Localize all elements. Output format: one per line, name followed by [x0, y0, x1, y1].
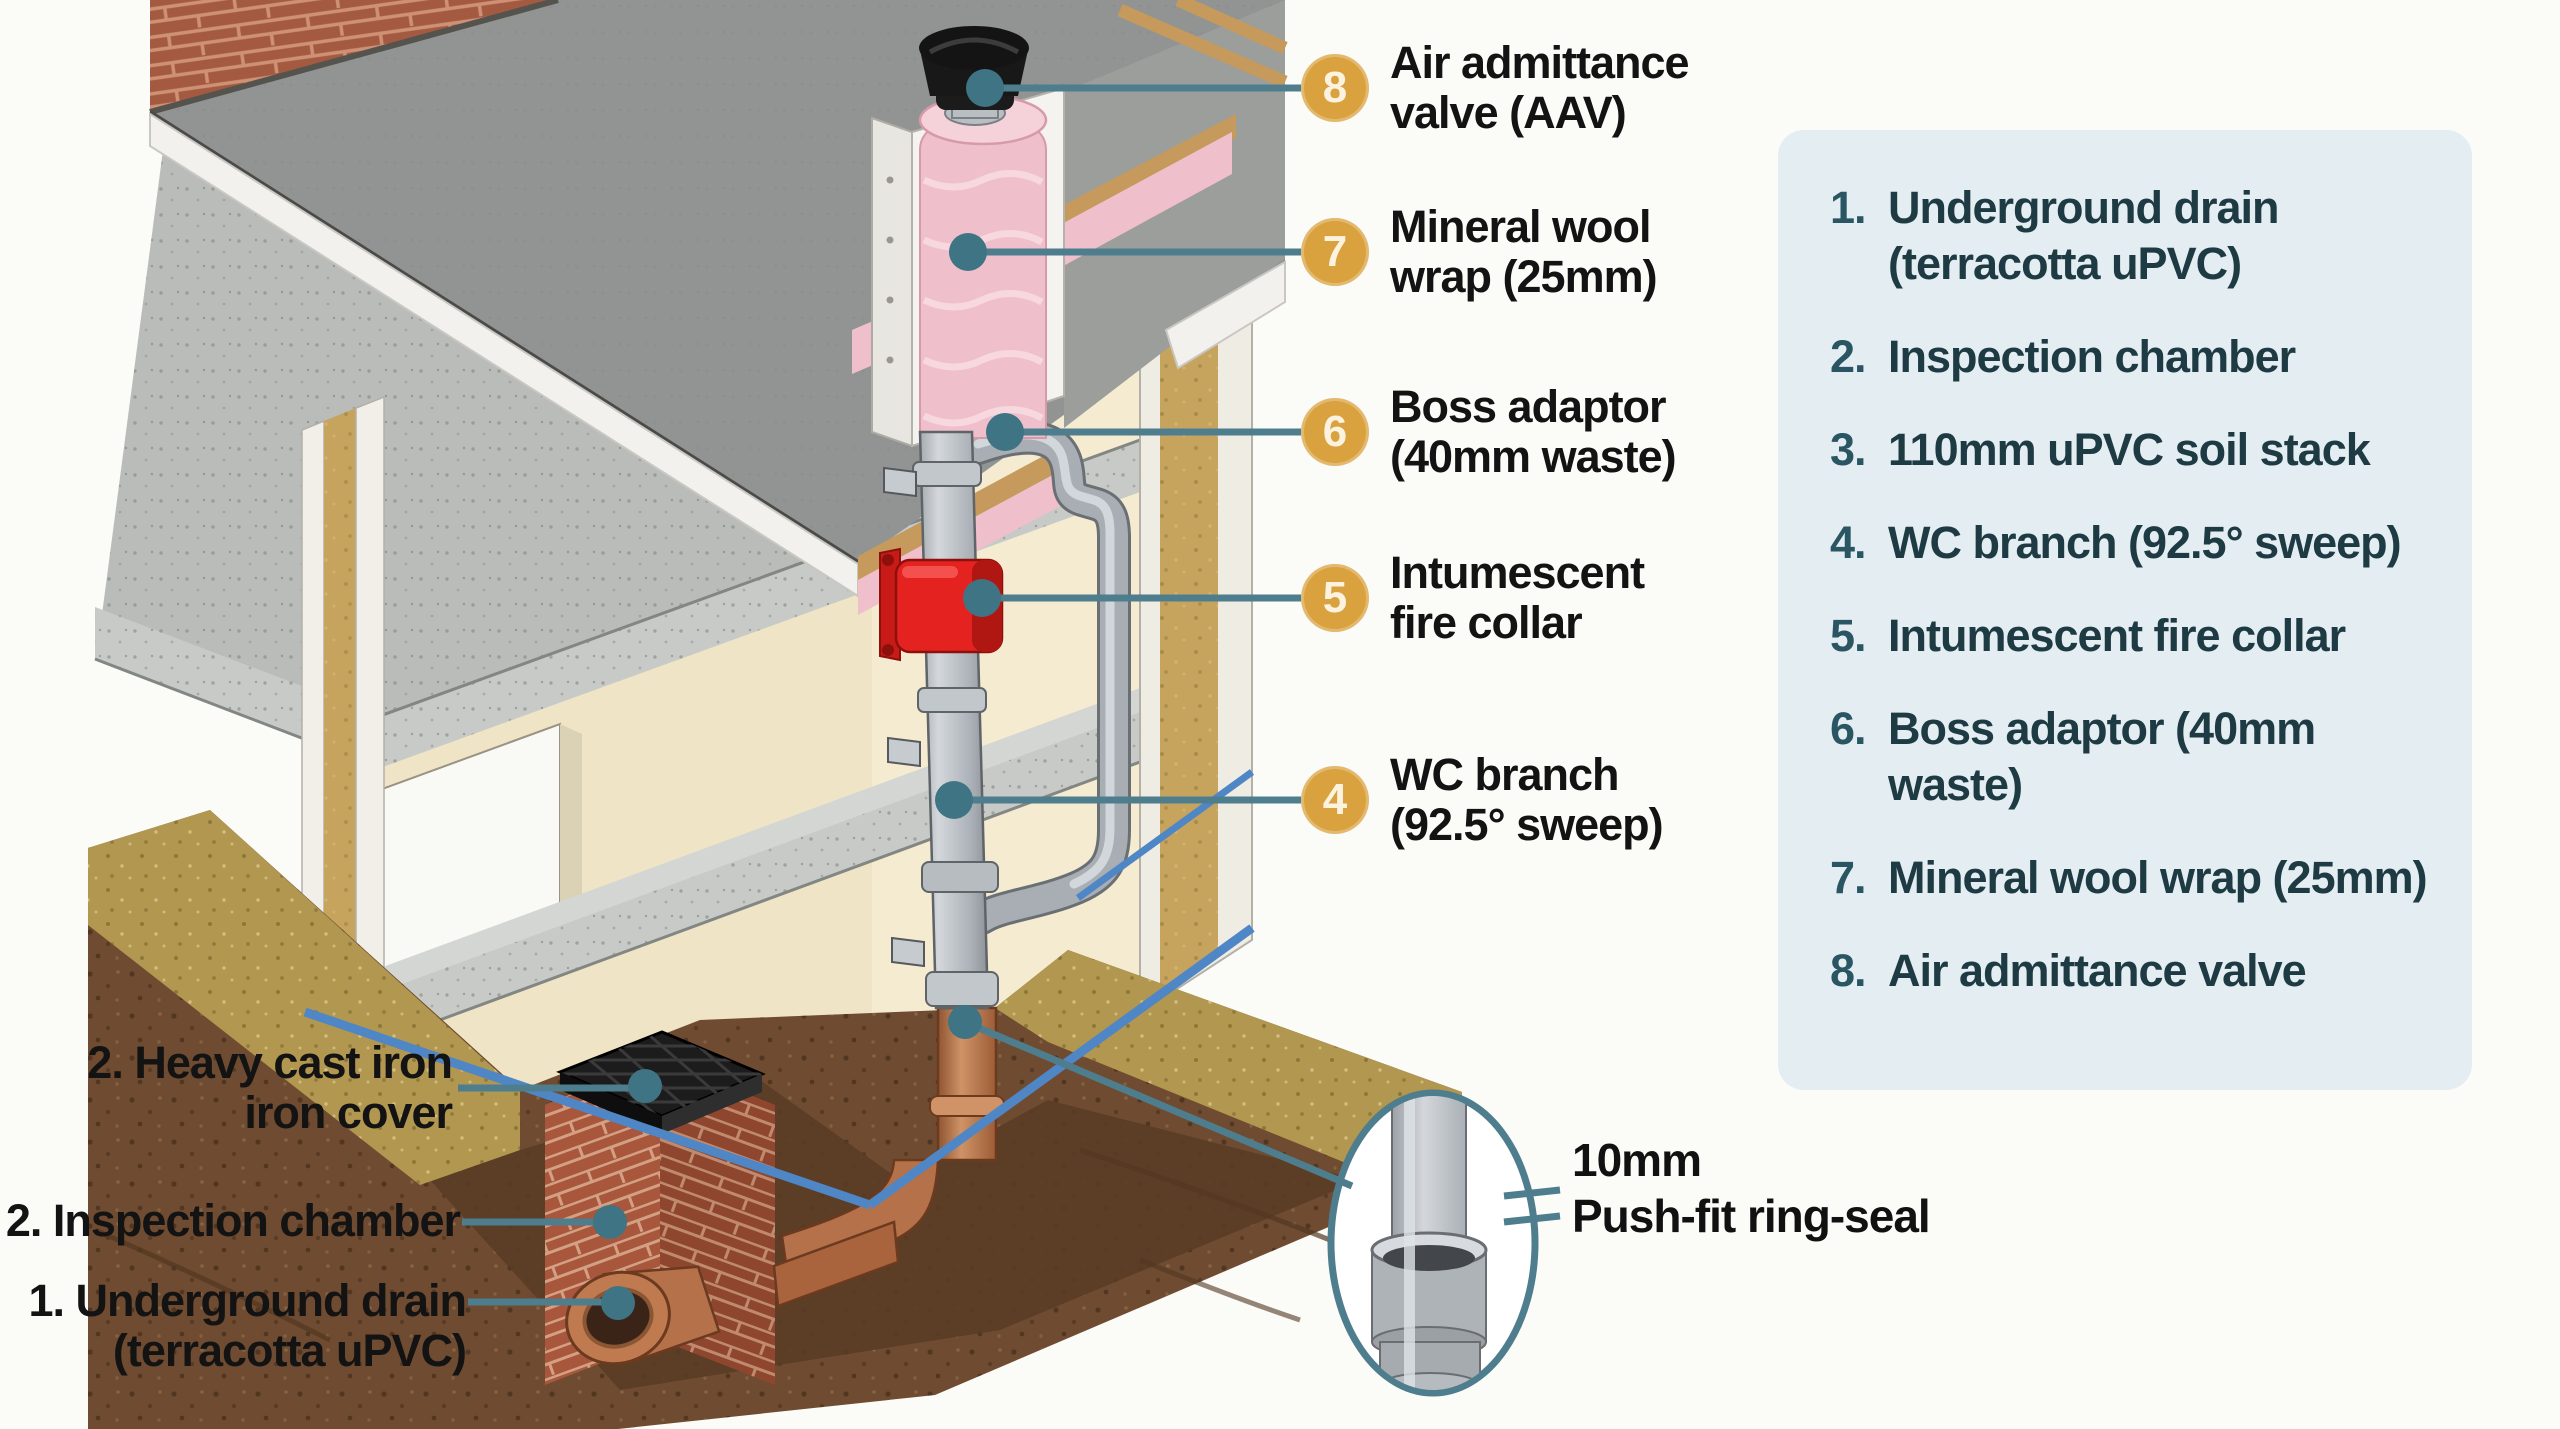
legend-box: 1. Underground drain(terracotta uPVC) 2.… [1778, 130, 2472, 1090]
callout-badge-5: 5 [1301, 564, 1369, 632]
legend-item-8: 8.Air admittance valve [1830, 945, 2307, 996]
legend-item-1: 1. Underground drain(terracotta uPVC) [1830, 182, 2279, 289]
callout-badge-8: 8 [1301, 54, 1369, 122]
roof-underside [1064, 0, 1285, 428]
legend-item-7: 7.Mineral wool wrap (25mm) [1830, 852, 2428, 903]
callout-label-boss-adaptor: Boss adaptor(40mm waste) [1390, 381, 1677, 482]
rafter-beam [1117, 4, 1288, 88]
dpc-line [303, 769, 1255, 1210]
callout-badge-7: 7 [1301, 218, 1369, 286]
mineral-wool-wrap [918, 94, 1048, 439]
rafter-beam [1175, 0, 1288, 54]
legend-item-5: 5.Intumescent fire collar [1830, 610, 2346, 661]
stack-ground-socket [925, 971, 999, 1007]
pipe-bracket [887, 736, 921, 768]
label-inspection-chamber: 2. Inspection chamber [5, 1195, 461, 1246]
callout-leader-lines [458, 84, 1561, 1306]
wc-branch-sweep-fitting [921, 861, 999, 893]
inset-label-ring-seal: Push-fit ring-seal [1572, 1190, 1931, 1242]
wall-edge-cut [1139, 270, 1253, 1015]
loft-floor-slab [98, 135, 852, 716]
inset-label-size: 10mm [1572, 1134, 1702, 1186]
leader-dots [593, 69, 1024, 1320]
callout-badge-6: 6 [1301, 398, 1369, 466]
legend-item-6: 6.Boss adaptor (40mm waste) [1830, 703, 2316, 810]
eave-fascia-right [1164, 260, 1286, 370]
legend-item-3: 3.110mm uPVC soil stack [1830, 424, 2371, 475]
label-underground-drain: 1. Underground drain(terracotta uPVC) [28, 1275, 467, 1376]
callout-badge-4: 4 [1301, 766, 1369, 834]
pipe-bracket [891, 936, 925, 968]
pipe-bracket [883, 466, 917, 498]
callout-label-wc-branch: WC branch(92.5° sweep) [1390, 749, 1664, 850]
legend-item-2: 2.Inspection chamber [1830, 331, 2296, 382]
detail-inset [1327, 1089, 1539, 1397]
ring-seal [1383, 1245, 1475, 1271]
legend-item-4: 4.WC branch (92.5° sweep) [1830, 517, 2402, 568]
